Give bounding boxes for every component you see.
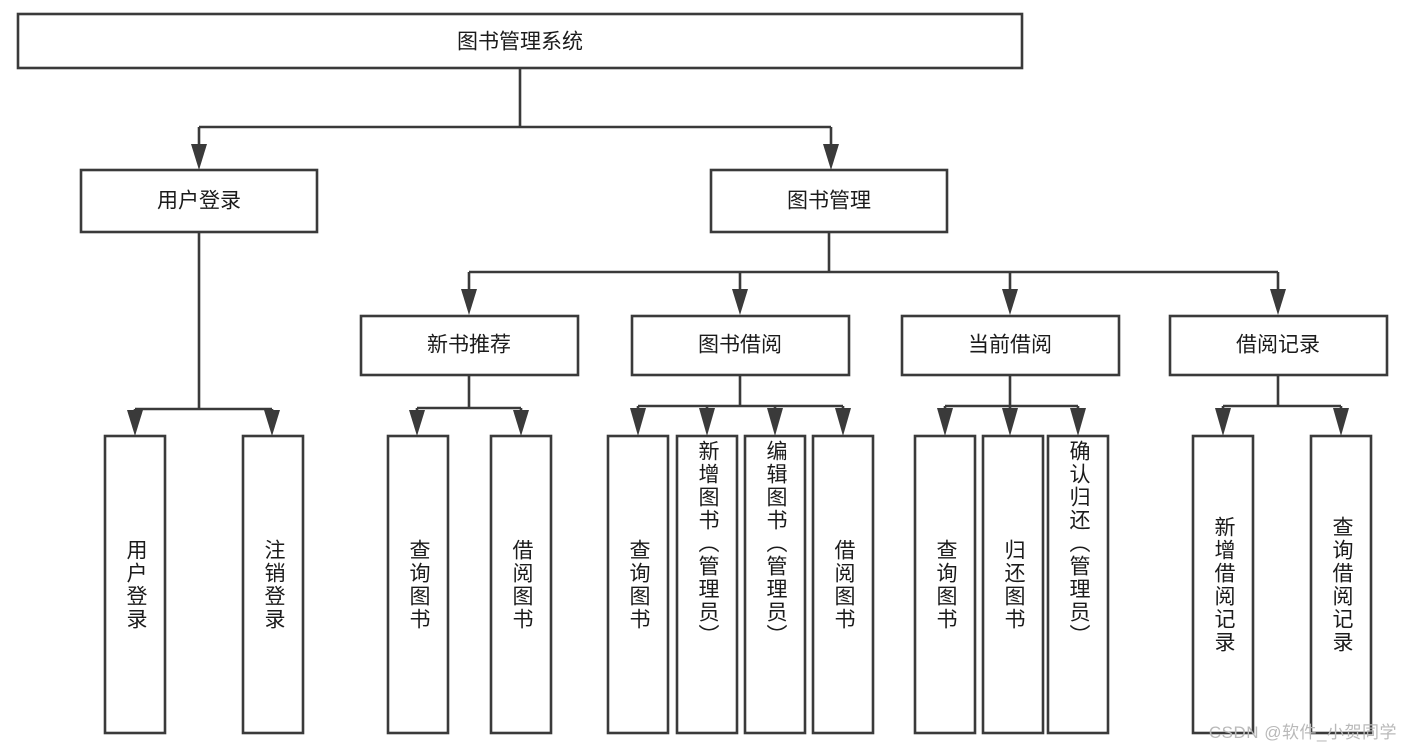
arrowhead-leaf-confirm-return xyxy=(1070,408,1086,436)
node-root-box[interactable] xyxy=(16,12,1024,70)
arrowhead-leaf-query-book-1 xyxy=(409,410,425,436)
leaf-logout-login-box[interactable] xyxy=(241,434,305,735)
node-book-borrow-box[interactable] xyxy=(630,314,851,377)
leaf-query-record-box[interactable] xyxy=(1309,434,1373,735)
node-root[interactable]: 图书管理系统 xyxy=(16,12,1024,70)
node-borrow-record-box[interactable] xyxy=(1168,314,1389,377)
arrowhead-user-login xyxy=(191,144,207,170)
leaf-return-book-box[interactable] xyxy=(981,434,1045,735)
connector-group-root xyxy=(191,68,839,170)
arrowhead-new-book-recommend xyxy=(461,289,477,315)
node-new-book-recommend[interactable]: 新书推荐 xyxy=(359,314,580,377)
leaf-boxes xyxy=(103,434,1373,735)
arrowhead-leaf-return-book xyxy=(1002,408,1018,436)
connector-group-new-book-recommend xyxy=(409,375,529,436)
connector-group-book-management xyxy=(461,232,1286,315)
leaf-add-book-box[interactable] xyxy=(675,434,739,735)
leaf-query-book-1-box[interactable] xyxy=(386,434,450,735)
arrowhead-leaf-add-record xyxy=(1215,408,1231,436)
arrowhead-leaf-add-book xyxy=(699,408,715,436)
leaf-query-book-3-box[interactable] xyxy=(913,434,977,735)
arrowhead-borrow-record xyxy=(1270,289,1286,315)
leaf-borrow-book-2-box[interactable] xyxy=(811,434,875,735)
node-user-login[interactable]: 用户登录 xyxy=(79,168,319,234)
connector-group-current-borrow xyxy=(937,375,1086,436)
csdn-watermark: CSDN @软件_小贺同学 xyxy=(1208,723,1397,742)
node-borrow-record-label: 借阅记录 xyxy=(1236,334,1320,357)
node-user-login-box[interactable] xyxy=(79,168,319,234)
node-new-book-recommend-box[interactable] xyxy=(359,314,580,377)
arrowhead-leaf-borrow-book-1 xyxy=(513,410,529,436)
node-new-book-recommend-label: 新书推荐 xyxy=(427,334,511,357)
node-current-borrow-box[interactable] xyxy=(900,314,1121,377)
arrowhead-book-management xyxy=(823,144,839,170)
node-book-borrow[interactable]: 图书借阅 xyxy=(630,314,851,377)
arrowhead-current-borrow xyxy=(1002,289,1018,315)
node-book-management-box[interactable] xyxy=(709,168,949,234)
leaf-borrow-book-1-box[interactable] xyxy=(489,434,553,735)
leaf-edit-book-box[interactable] xyxy=(743,434,807,735)
node-current-borrow[interactable]: 当前借阅 xyxy=(900,314,1121,377)
arrowhead-leaf-query-book-2 xyxy=(630,408,646,436)
leaf-user-login-box[interactable] xyxy=(103,434,167,735)
connector-group-borrow-record xyxy=(1215,375,1349,436)
arrowhead-book-borrow xyxy=(732,289,748,315)
leaf-add-record-box[interactable] xyxy=(1191,434,1255,735)
node-root-label: 图书管理系统 xyxy=(457,31,583,54)
arrowhead-leaf-borrow-book-2 xyxy=(835,408,851,436)
connector-group-book-borrow xyxy=(630,375,851,436)
arrowhead-leaf-query-record xyxy=(1333,408,1349,436)
node-book-management[interactable]: 图书管理 xyxy=(709,168,949,234)
node-user-login-label: 用户登录 xyxy=(157,190,241,213)
leaf-confirm-return-box[interactable] xyxy=(1046,434,1110,735)
node-book-borrow-label: 图书借阅 xyxy=(698,334,782,357)
arrowhead-leaf-user-login xyxy=(127,410,143,436)
leaf-query-book-2-box[interactable] xyxy=(606,434,670,735)
node-borrow-record[interactable]: 借阅记录 xyxy=(1168,314,1389,377)
connector-group-user-login xyxy=(127,232,280,436)
node-current-borrow-label: 当前借阅 xyxy=(968,334,1052,357)
node-book-management-label: 图书管理 xyxy=(787,190,871,213)
arrowhead-leaf-logout-login xyxy=(264,410,280,436)
arrowhead-leaf-edit-book xyxy=(767,408,783,436)
arrowhead-leaf-query-book-3 xyxy=(937,408,953,436)
